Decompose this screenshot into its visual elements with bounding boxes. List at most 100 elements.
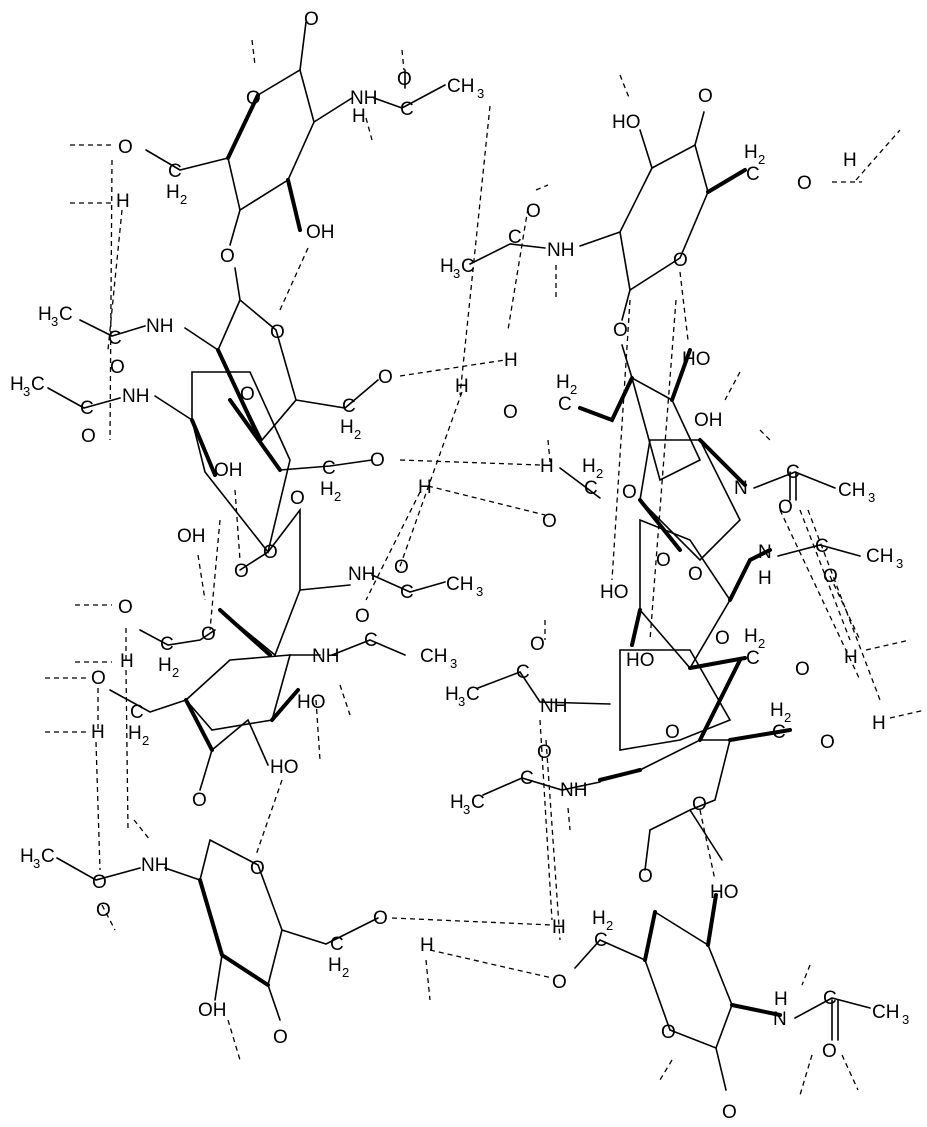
atom-labels: O O O O O O O O O O O O O O O O O O O O … [10,9,909,1123]
oxygen-label: O [552,972,567,993]
svg-text:2: 2 [596,466,603,481]
oxygen-label: O [370,450,385,471]
oxygen-label: O [692,794,707,815]
svg-text:H: H [320,479,334,500]
amine-label: NH [348,564,375,585]
oxygen-label: O [246,88,261,109]
oxygen-label: O [698,86,713,107]
nitrogen-label: N [773,1009,787,1030]
svg-text:C: C [342,396,356,417]
svg-text:3: 3 [476,584,483,599]
svg-text:H: H [158,655,172,676]
right-chain [559,111,792,1091]
svg-text:2: 2 [354,427,361,442]
svg-text:H: H [450,792,464,813]
oxygen-label: O [797,173,812,194]
svg-text:C: C [466,684,480,705]
svg-text:3: 3 [463,802,470,817]
hydrogen-label: H [552,917,566,938]
hydrogen-label: H [420,935,434,956]
oxygen-label: O [378,367,393,388]
amine-label: NH [146,316,173,337]
oxygen-label: O [355,606,370,627]
svg-text:C: C [168,161,182,182]
carbon-label: C [400,582,414,603]
hydroxyl-label: OH [214,460,243,481]
hydrogen-label: H [352,106,366,127]
hydrogen-label: H [116,191,130,212]
amine-label: NH [547,240,574,261]
oxygen-label: O [795,659,810,680]
svg-text:2: 2 [334,489,341,504]
svg-text:H: H [744,142,758,163]
oxygen-label: O [673,250,688,271]
svg-text:CH: CH [420,646,447,667]
amine-label: NH [350,88,377,109]
hydrogen-label: H [120,651,134,672]
oxygen-label: O [192,790,207,811]
svg-text:H: H [770,700,784,721]
oxygen-label: O [823,566,838,587]
nitrogen-label: N [734,478,748,499]
oxygen-label: O [526,201,541,222]
oxygen-label: O [263,542,278,563]
svg-text:C: C [59,304,73,325]
svg-text:H: H [445,684,459,705]
oxygen-label: O [537,742,552,763]
hydrogen-bonds [45,39,926,1096]
hydrogen-label: H [418,477,432,498]
svg-text:CH: CH [872,1002,899,1023]
amine-label: NH [141,855,168,876]
oxygen-label: O [290,488,305,509]
oxygen-label: O [661,1022,676,1043]
oxygen-label: O [304,9,319,30]
carbon-label: C [516,662,530,683]
oxygen-label: O [656,550,671,571]
svg-text:H: H [20,846,34,867]
oxygen-label: O [110,357,125,378]
oxygen-label: O [822,1041,837,1062]
carbon-label: C [508,227,522,248]
oxygen-label: O [530,634,545,655]
oxygen-label: O [665,722,680,743]
svg-text:2: 2 [758,636,765,651]
oxygen-label: O [613,320,628,341]
svg-text:C: C [594,930,608,951]
acetamido-groups [47,69,871,1041]
svg-text:H: H [166,182,180,203]
svg-text:C: C [471,792,485,813]
carbon-label: C [520,768,534,789]
oxygen-label: O [622,482,637,503]
svg-text:3: 3 [896,556,903,571]
hydrogen-label: H [758,568,772,589]
svg-text:2: 2 [172,665,179,680]
carbon-label: C [400,99,414,120]
carbon-label: C [786,462,800,483]
oxygen-label: O [118,137,133,158]
svg-text:2: 2 [180,192,187,207]
svg-text:C: C [322,458,336,479]
oxygen-label: O [240,384,255,405]
svg-text:H: H [128,723,142,744]
oxygen-label: O [688,564,703,585]
svg-text:C: C [746,164,760,185]
oxygen-label: O [722,1102,737,1122]
hydroxyl-left-label: HO [297,692,326,713]
svg-text:3: 3 [453,266,460,281]
hydroxyl-left-label: HO [710,882,739,903]
